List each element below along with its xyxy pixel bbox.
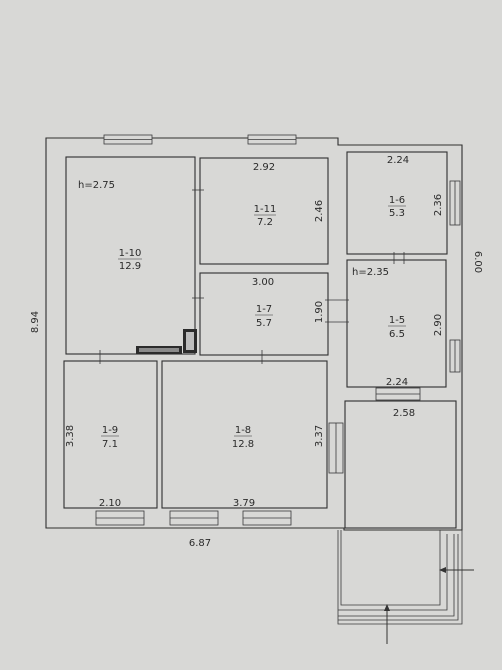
room-1-11-id: 1-11 xyxy=(254,204,277,215)
dim-1-6-width: 2.24 xyxy=(387,155,409,166)
room-1-11-area: 7.2 xyxy=(257,217,273,228)
dim-1-8-height: 3.37 xyxy=(314,425,325,447)
room-1-8-area: 12.8 xyxy=(232,439,254,450)
room-1-7-id: 1-7 xyxy=(256,304,272,315)
height-secondary: h=2.35 xyxy=(352,267,389,278)
dim-1-5-height: 2.90 xyxy=(433,314,444,336)
room-1-5-area: 6.5 xyxy=(389,329,405,340)
stove-flue-inner xyxy=(139,348,179,352)
room-1-6-id: 1-6 xyxy=(389,195,405,206)
room-1-5-id: 1-5 xyxy=(389,315,405,326)
dim-1-9-width: 2.10 xyxy=(99,498,121,509)
room-1-6-area: 5.3 xyxy=(389,208,405,219)
dim-1-7-height: 1.90 xyxy=(314,301,325,323)
dim-total-height: 8.94 xyxy=(30,311,41,333)
room-1-6-outline xyxy=(346,151,448,255)
dim-1-11-width: 2.92 xyxy=(253,162,275,173)
dim-1-7-width: 3.00 xyxy=(252,277,274,288)
room-1-10-id: 1-10 xyxy=(119,248,142,259)
dim-1-9-height: 3.38 xyxy=(65,425,76,447)
entrance-stairs xyxy=(337,530,463,625)
dim-1-11-height: 2.46 xyxy=(314,200,325,222)
windows xyxy=(95,134,461,526)
room-1-7-outline xyxy=(199,272,329,356)
entrance-arrows xyxy=(384,567,474,644)
height-main: h=2.75 xyxy=(78,180,115,191)
room-1-8-outline xyxy=(161,360,328,509)
dim-1-5-width: 2.24 xyxy=(386,377,408,388)
dimensions: 6.87 8.94 6.00 2.92 2.46 3.00 1.90 2.24 … xyxy=(30,155,483,549)
room-1-10-area: 12.9 xyxy=(119,261,141,272)
dim-right-height: 6.00 xyxy=(472,251,483,273)
room-1-8-id: 1-8 xyxy=(235,425,251,436)
room-1-9-area: 7.1 xyxy=(102,439,118,450)
porch-room-outline xyxy=(344,400,457,529)
dim-1-6-height: 2.36 xyxy=(433,194,444,216)
dim-total-width: 6.87 xyxy=(189,538,211,549)
room-1-7-area: 5.7 xyxy=(256,318,272,329)
room-1-11-outline xyxy=(199,157,329,265)
room-1-9-outline xyxy=(63,360,158,509)
room-1-10-outline xyxy=(65,156,196,355)
room-labels: 1-10 12.9 1-11 7.2 1-7 5.7 1-6 5.3 1-5 6… xyxy=(101,195,406,450)
door-marks xyxy=(99,189,405,364)
room-1-5-outline xyxy=(346,259,447,388)
dim-porch-width: 2.58 xyxy=(393,408,415,419)
stove-inner xyxy=(186,332,194,350)
dim-1-8-width: 3.79 xyxy=(233,498,255,509)
room-1-9-id: 1-9 xyxy=(102,425,118,436)
